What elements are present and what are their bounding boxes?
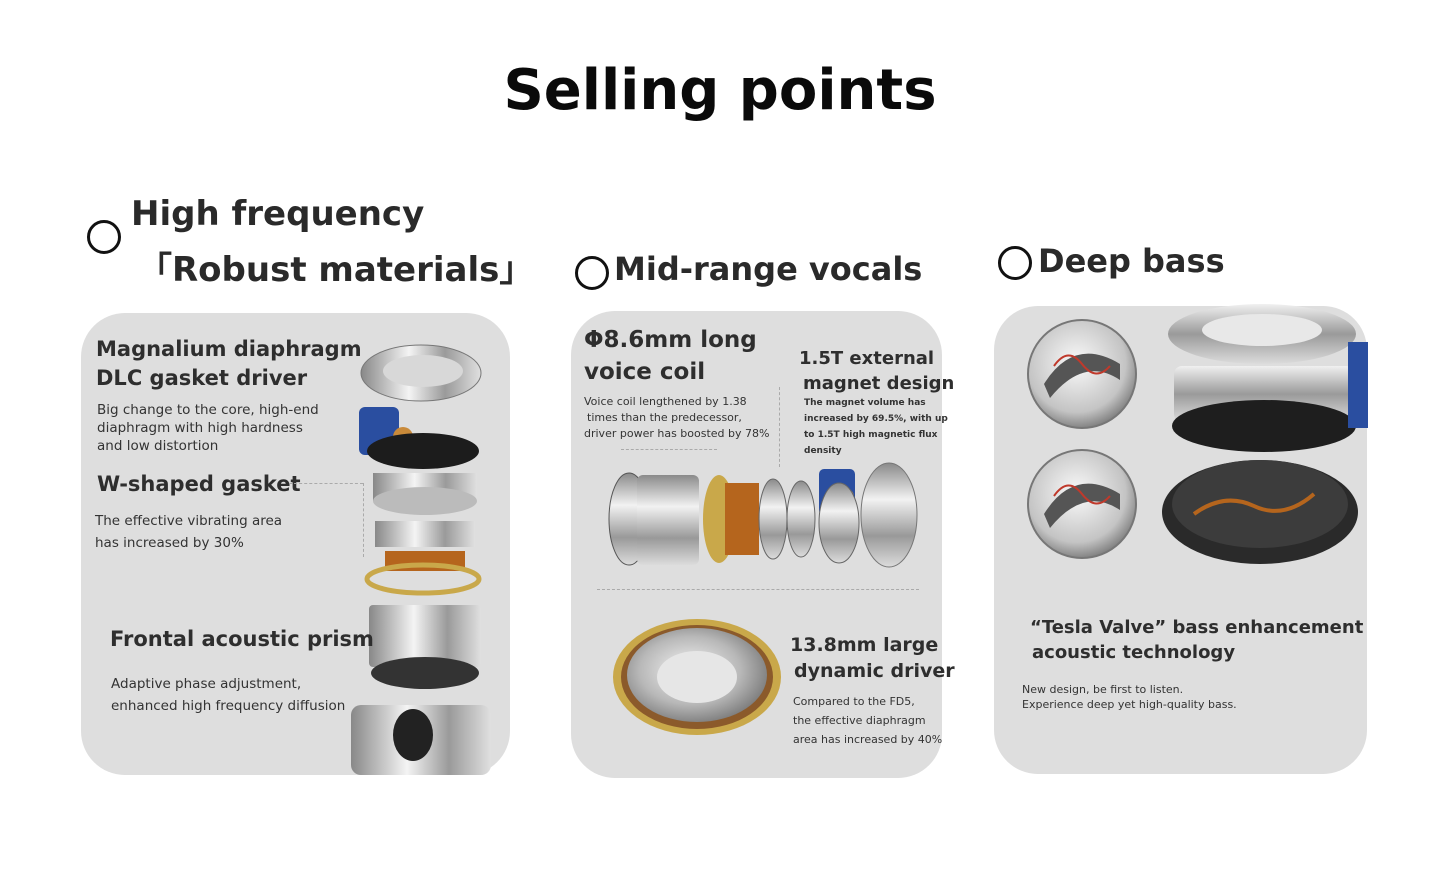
feature-description: driver power has boosted by 78% xyxy=(584,427,770,440)
callout-line xyxy=(779,387,780,467)
feature-description: Experience deep yet high-quality bass. xyxy=(1022,698,1237,711)
feature-description: density xyxy=(804,446,842,456)
feature-description: Compared to the FD5, xyxy=(793,695,915,708)
section-marker-icon xyxy=(575,256,609,290)
section-title-mid-range: Mid-range vocals xyxy=(614,250,923,288)
feature-description: times than the predecessor, xyxy=(587,411,742,424)
feature-description: Adaptive phase adjustment, xyxy=(111,676,302,692)
feature-heading: magnet design xyxy=(803,373,955,394)
feature-description: area has increased by 40% xyxy=(793,733,943,746)
feature-description: and low distortion xyxy=(97,438,219,454)
feature-heading: Φ8.6mm long xyxy=(584,327,757,353)
feature-description: the effective diaphragm xyxy=(793,714,926,727)
page-title: Selling points xyxy=(503,58,937,123)
callout-line xyxy=(363,483,364,557)
feature-description: The effective vibrating area xyxy=(95,513,283,529)
feature-description: Voice coil lengthened by 1.38 xyxy=(584,395,747,408)
driver-exploded-illustration xyxy=(351,344,491,775)
feature-description: diaphragm with high hardness xyxy=(97,420,303,436)
tesla-valve-illustration xyxy=(1027,304,1368,564)
feature-heading: 1.5T external xyxy=(799,348,935,369)
feature-heading: acoustic technology xyxy=(1032,642,1236,663)
feature-description: to 1.5T high magnetic flux xyxy=(804,430,938,440)
feature-heading: W-shaped gasket xyxy=(97,472,301,496)
dynamic-driver-illustration xyxy=(613,619,781,735)
callout-line xyxy=(289,483,363,484)
section-subtitle-robust-materials: 「Robust materials」 xyxy=(138,250,534,290)
feature-panel-deep-bass: “Tesla Valve” bass enhancement acoustic … xyxy=(994,304,1368,774)
feature-description: enhanced high frequency diffusion xyxy=(111,698,346,714)
feature-panel-high-frequency: Magnalium diaphragm DLC gasket driver Bi… xyxy=(81,313,510,775)
section-title-high-frequency: High frequency xyxy=(131,194,425,234)
feature-description: New design, be first to listen. xyxy=(1022,683,1184,696)
feature-heading: dynamic driver xyxy=(794,660,955,682)
feature-heading: 13.8mm large xyxy=(790,634,939,656)
feature-description: Big change to the core, high-end xyxy=(97,402,319,418)
feature-heading: DLC gasket driver xyxy=(96,366,308,390)
section-marker-icon xyxy=(87,220,121,254)
divider-line xyxy=(597,589,919,590)
feature-heading: Frontal acoustic prism xyxy=(110,627,374,651)
feature-heading: voice coil xyxy=(584,359,706,385)
feature-heading: Magnalium diaphragm xyxy=(96,337,362,361)
voice-coil-exploded-illustration xyxy=(608,462,918,568)
feature-description: increased by 69.5%, with up xyxy=(804,414,948,424)
section-title-deep-bass: Deep bass xyxy=(1038,242,1225,280)
feature-description: The magnet volume has xyxy=(804,398,926,408)
feature-heading: “Tesla Valve” bass enhancement xyxy=(1030,617,1364,638)
feature-description: has increased by 30% xyxy=(95,535,244,551)
section-marker-icon xyxy=(998,246,1032,280)
feature-panel-mid-range: Φ8.6mm long voice coil Voice coil length… xyxy=(571,311,955,778)
callout-line xyxy=(621,449,717,450)
